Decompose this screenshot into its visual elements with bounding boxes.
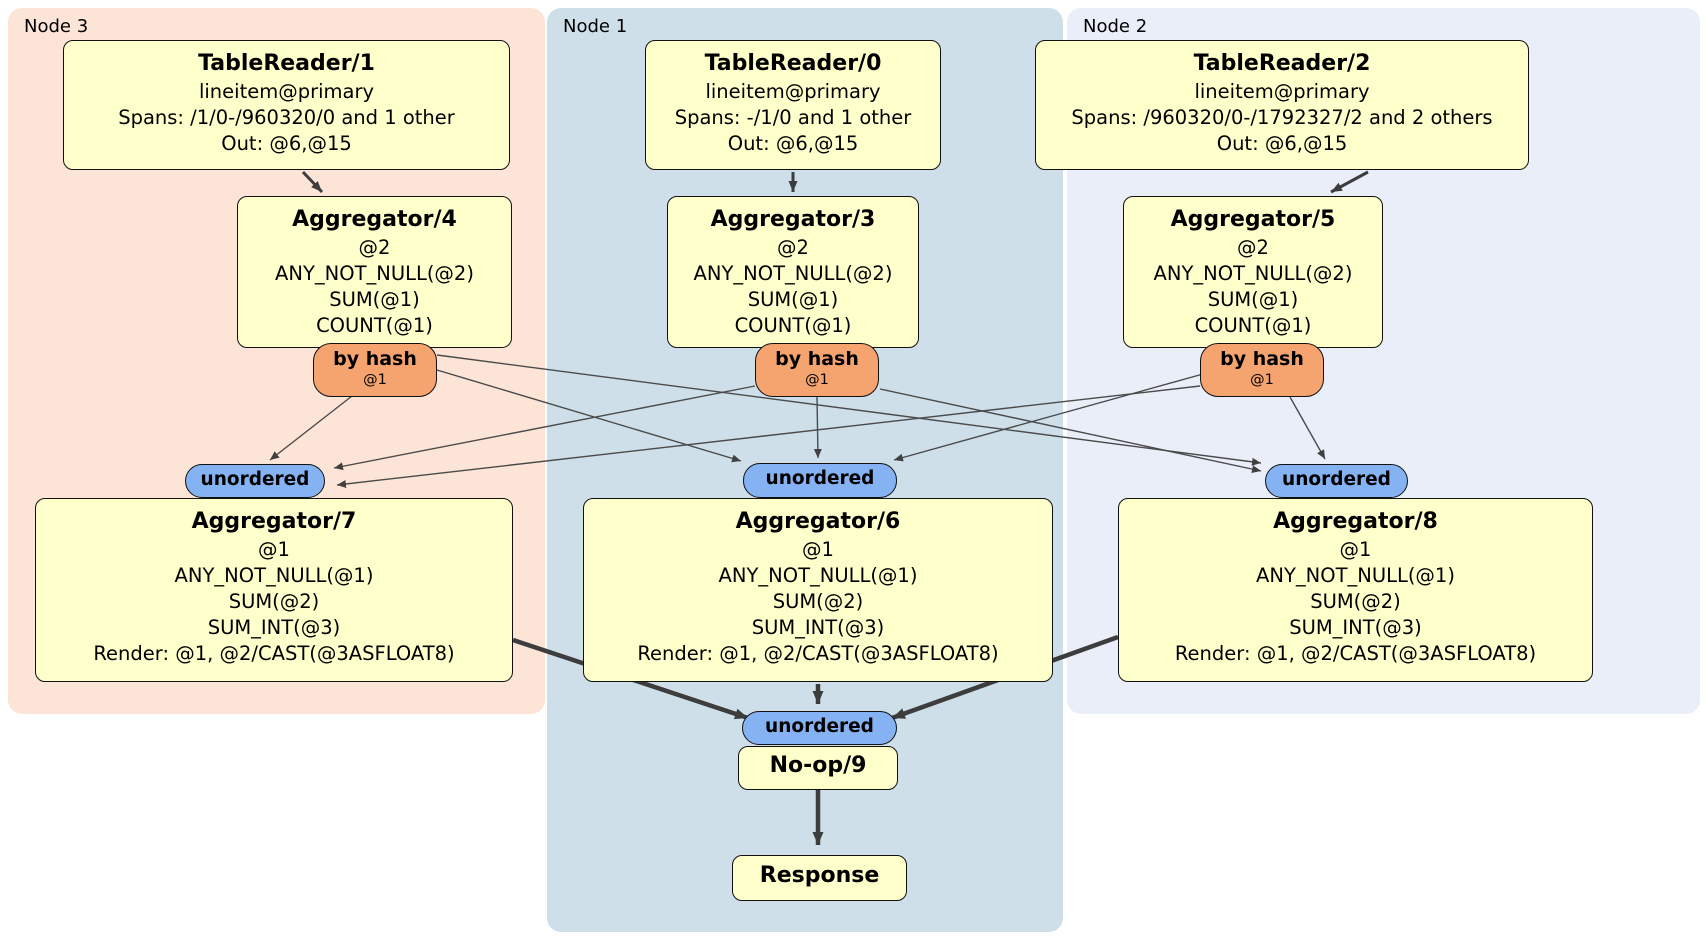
sync-label: unordered [765,716,874,737]
aggregator-3-box: Aggregator/3 @2 ANY_NOT_NULL(@2) SUM(@1)… [667,196,919,348]
processor-render: Render: @1, @2/CAST(@3ASFLOAT8) [1174,642,1537,665]
processor-title: Aggregator/4 [292,207,457,232]
processor-out: Out: @6,@15 [727,132,859,155]
sync-label: unordered [200,469,310,490]
sync-label: unordered [765,468,875,489]
processor-title: No-op/9 [769,753,867,778]
processor-title: Aggregator/8 [1273,509,1438,534]
processor-groupcols: @2 [777,236,809,259]
processor-title: Aggregator/5 [1170,207,1336,232]
aggregator-7-box: Aggregator/7 @1 ANY_NOT_NULL(@1) SUM(@2)… [35,498,513,682]
processor-title: TableReader/1 [198,51,375,76]
processor-out: Out: @6,@15 [1216,132,1348,155]
router-label: by hash [775,348,859,370]
processor-aggfn: ANY_NOT_NULL(@1) [174,564,374,587]
processor-aggfn: SUM(@1) [747,288,839,311]
processor-aggfn: ANY_NOT_NULL(@1) [718,564,918,587]
aggregator-8-box: Aggregator/8 @1 ANY_NOT_NULL(@1) SUM(@2)… [1118,498,1593,682]
router-label: by hash [333,348,417,370]
aggregator-4-box: Aggregator/4 @2 ANY_NOT_NULL(@2) SUM(@1)… [237,196,512,348]
router-key: @1 [805,372,829,388]
processor-groupcols: @2 [1237,236,1269,259]
node3-label: Node 3 [24,16,89,37]
processor-aggfn: SUM_INT(@3) [751,616,885,639]
processor-title: Aggregator/6 [735,509,901,534]
unordered-sync-node3: unordered [185,464,325,498]
aggregator-6-box: Aggregator/6 @1 ANY_NOT_NULL(@1) SUM(@2)… [583,498,1053,682]
processor-out: Out: @6,@15 [221,132,352,155]
aggregator-5-box: Aggregator/5 @2 ANY_NOT_NULL(@2) SUM(@1)… [1123,196,1383,348]
processor-aggfn: SUM_INT(@3) [207,616,341,639]
router-key: @1 [1250,372,1274,388]
node1-label: Node 1 [563,16,628,37]
processor-title: Response [759,863,880,888]
processor-aggfn: SUM(@1) [1207,288,1299,311]
hash-router-node1: by hash @1 [755,343,879,397]
processor-title: TableReader/0 [704,51,882,76]
processor-aggfn: COUNT(@1) [1194,314,1312,337]
unordered-sync-node2: unordered [1265,464,1408,498]
hash-router-node3: by hash @1 [313,343,437,397]
processor-aggfn: COUNT(@1) [734,314,852,337]
processor-index: lineitem@primary [198,80,375,103]
hash-router-node2: by hash @1 [1200,343,1324,397]
processor-spans: Spans: -/1/0 and 1 other [674,106,912,129]
router-key: @1 [363,372,387,388]
node2-label: Node 2 [1083,16,1148,37]
noop-box: No-op/9 [738,746,898,790]
tablereader-1-box: TableReader/1 lineitem@primary Spans: /1… [63,40,510,170]
processor-aggfn: SUM(@2) [1310,590,1401,613]
processor-render: Render: @1, @2/CAST(@3ASFLOAT8) [637,642,999,665]
processor-groupcols: @2 [358,236,391,259]
sync-label: unordered [1282,469,1391,490]
response-box: Response [732,855,907,901]
processor-groupcols: @1 [258,538,290,561]
processor-spans: Spans: /960320/0-/1792327/2 and 2 others [1071,106,1493,129]
router-label: by hash [1220,348,1304,370]
processor-aggfn: ANY_NOT_NULL(@2) [693,262,893,285]
processor-title: TableReader/2 [1193,51,1371,76]
processor-groupcols: @1 [802,538,834,561]
processor-aggfn: ANY_NOT_NULL(@2) [1153,262,1353,285]
processor-aggfn: SUM_INT(@3) [1289,616,1422,639]
processor-spans: Spans: /1/0-/960320/0 and 1 other [118,106,455,129]
processor-title: Aggregator/3 [710,207,876,232]
processor-title: Aggregator/7 [191,509,357,534]
processor-aggfn: ANY_NOT_NULL(@2) [275,262,474,285]
processor-aggfn: SUM(@2) [772,590,864,613]
unordered-sync-final: unordered [742,711,897,745]
unordered-sync-node1: unordered [743,463,897,498]
processor-aggfn: ANY_NOT_NULL(@1) [1256,564,1455,587]
processor-aggfn: SUM(@2) [228,590,320,613]
processor-aggfn: COUNT(@1) [316,314,433,337]
tablereader-0-box: TableReader/0 lineitem@primary Spans: -/… [645,40,941,170]
processor-index: lineitem@primary [705,80,881,103]
processor-groupcols: @1 [1339,538,1372,561]
processor-index: lineitem@primary [1194,80,1370,103]
processor-aggfn: SUM(@1) [329,288,420,311]
tablereader-2-box: TableReader/2 lineitem@primary Spans: /9… [1035,40,1529,170]
processor-render: Render: @1, @2/CAST(@3ASFLOAT8) [93,642,455,665]
